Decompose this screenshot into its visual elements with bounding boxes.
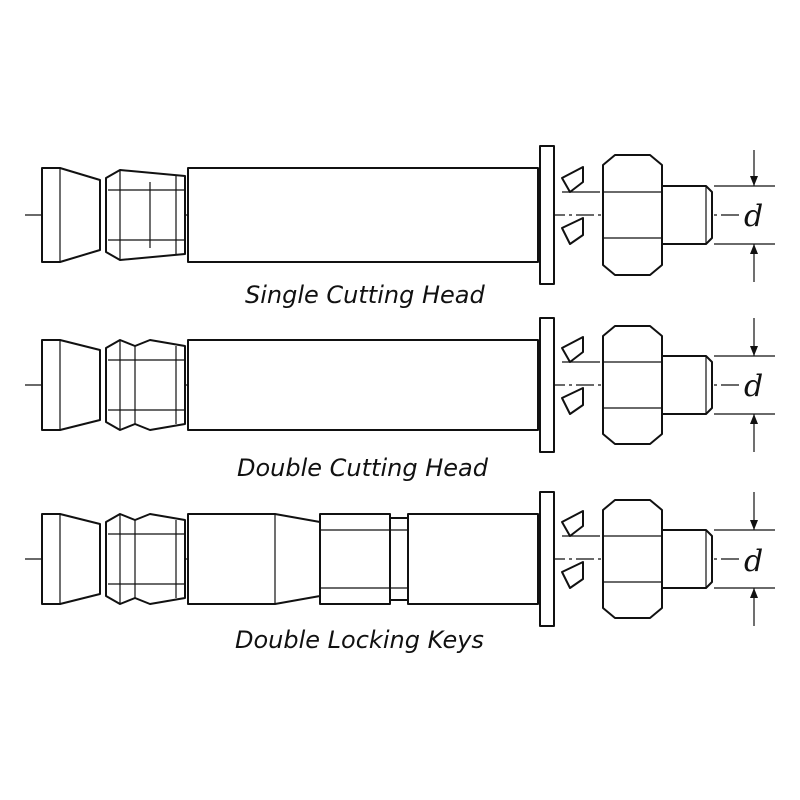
- diameter-dimension: [714, 492, 775, 626]
- anchor-tube: [407, 513, 539, 605]
- anchor-single-cutting-head: d Single Cutting Head: [25, 145, 775, 309]
- cutting-sleeve: [105, 513, 186, 605]
- bolt-end: [661, 529, 713, 589]
- diameter-dimension: [714, 318, 775, 452]
- anchor-tube: [187, 513, 321, 605]
- caption-double-cutting-head: Double Cutting Head: [237, 454, 489, 482]
- anchor-tube: [187, 339, 539, 431]
- bolt-end: [661, 355, 713, 415]
- flat-washer: [539, 317, 555, 453]
- spring-washer: [561, 336, 600, 415]
- dimension-label: d: [744, 544, 763, 579]
- spring-washer: [561, 510, 600, 589]
- locking-key: [319, 513, 391, 605]
- flat-washer: [539, 145, 555, 285]
- expansion-cone: [41, 167, 101, 263]
- cutting-sleeve: [105, 339, 186, 431]
- hex-nut: [602, 499, 663, 619]
- caption-double-locking-keys: Double Locking Keys: [235, 626, 484, 654]
- anchor-tube: [187, 167, 539, 263]
- locking-key: [389, 517, 409, 601]
- expansion-cone: [41, 339, 101, 431]
- anchor-double-cutting-head: d Double Cutting Head: [25, 317, 775, 482]
- diameter-dimension: [714, 150, 775, 282]
- hex-nut: [602, 154, 663, 276]
- spring-washer: [561, 166, 600, 245]
- cutting-sleeve: [105, 169, 186, 261]
- expansion-cone: [41, 513, 101, 605]
- anchor-double-locking-keys: d Double Locking Keys: [25, 491, 775, 654]
- hex-nut: [602, 325, 663, 445]
- bolt-end: [661, 185, 713, 245]
- dimension-label: d: [744, 369, 763, 404]
- flat-washer: [539, 491, 555, 627]
- caption-single-cutting-head: Single Cutting Head: [245, 281, 485, 309]
- dimension-label: d: [744, 199, 763, 234]
